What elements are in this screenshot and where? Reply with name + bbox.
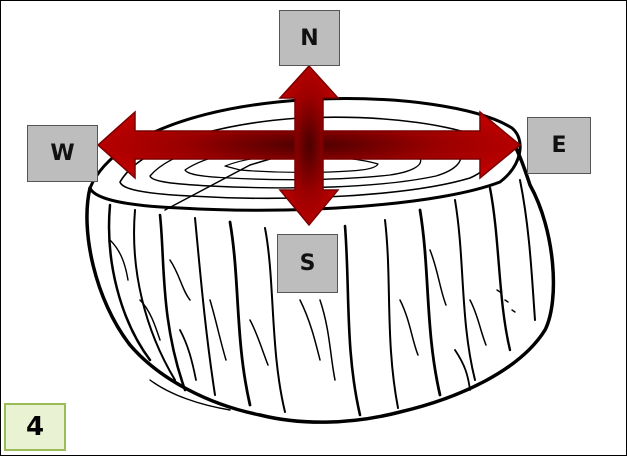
west-label: W [27, 125, 98, 182]
east-label: E [527, 117, 591, 174]
north-label: N [279, 10, 340, 66]
south-label: S [277, 234, 338, 293]
panel-number-badge: 4 [4, 403, 66, 451]
